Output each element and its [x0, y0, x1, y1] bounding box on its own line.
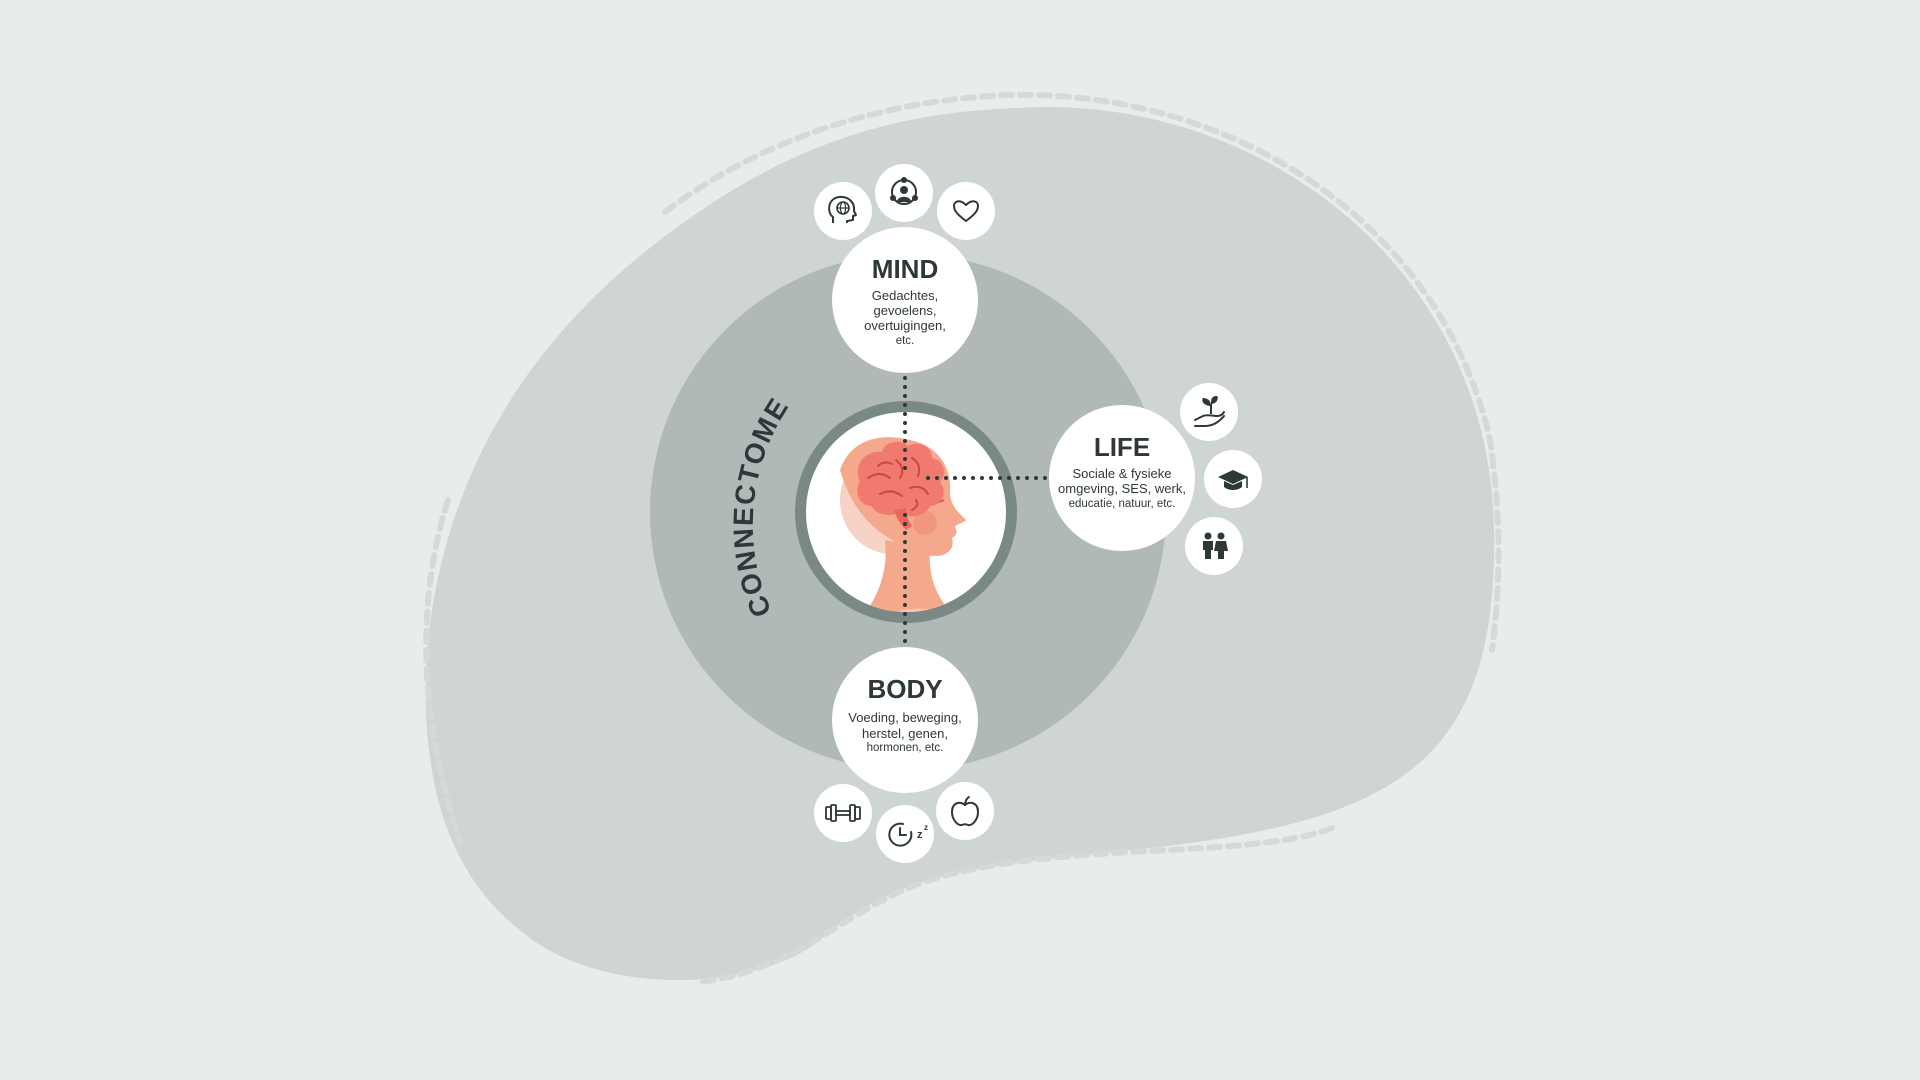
heart-icon — [937, 182, 995, 240]
mind-node: MIND Gedachtes, gevoelens, overtuigingen… — [832, 227, 978, 373]
mind-line-2: gevoelens, — [874, 303, 937, 318]
mind-line-3: overtuigingen, — [864, 318, 946, 333]
graduation-cap-icon — [1204, 450, 1262, 508]
dumbbell-icon — [814, 784, 872, 842]
hand-plant-icon — [1180, 383, 1238, 441]
life-line-2: omgeving, SES, werk, — [1058, 481, 1186, 496]
body-line-2: herstel, genen, — [862, 726, 948, 741]
life-title: LIFE — [1094, 432, 1150, 462]
svg-text:z: z — [917, 829, 923, 841]
life-node: LIFE Sociale & fysieke omgeving, SES, we… — [1049, 405, 1195, 551]
svg-text:z: z — [924, 823, 928, 832]
sleep-clock-icon: z z — [876, 805, 934, 863]
head-globe-icon — [814, 182, 872, 240]
mind-title: MIND — [872, 254, 938, 284]
two-people-icon — [1185, 517, 1243, 575]
community-icon — [875, 164, 933, 222]
body-node: BODY Voeding, beweging, herstel, genen, … — [832, 647, 978, 793]
body-line-3: hormonen, etc. — [867, 742, 944, 754]
mind-line-4: etc. — [896, 335, 915, 347]
life-line-3: educatie, natuur, etc. — [1069, 498, 1176, 510]
body-title: BODY — [867, 674, 942, 704]
body-line-1: Voeding, beweging, — [848, 710, 961, 725]
mind-line-1: Gedachtes, — [872, 288, 939, 303]
life-line-1: Sociale & fysieke — [1073, 466, 1172, 481]
apple-icon — [936, 782, 994, 840]
